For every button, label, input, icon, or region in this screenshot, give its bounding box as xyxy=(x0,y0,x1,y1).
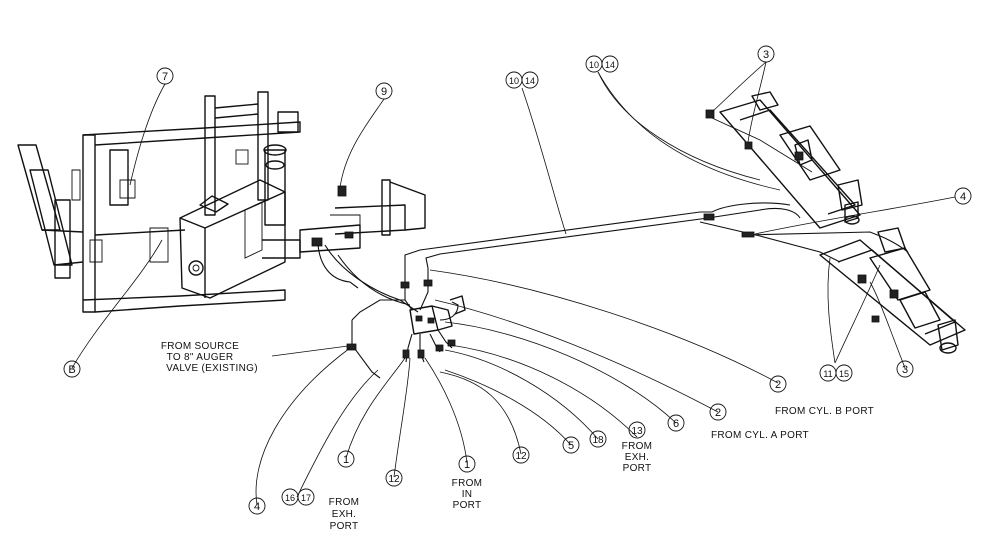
note-exh-port-13: FROM EXH. PORT xyxy=(622,441,653,474)
callout-3-bottom: 3 xyxy=(896,360,914,378)
note-line: FROM xyxy=(452,478,483,489)
callout-1-in-port: 1 xyxy=(458,455,476,473)
upper-cylinder-assembly xyxy=(705,91,863,229)
callout-label: 12 xyxy=(515,451,527,462)
note-line: EXH. xyxy=(332,509,357,520)
callout-label: 7 xyxy=(162,71,168,83)
callout-label: 14 xyxy=(605,60,615,70)
callout-16-17: 16 17 xyxy=(281,488,315,506)
callout-label: B xyxy=(68,364,75,376)
callout-10-14-center: 10 14 xyxy=(505,71,539,89)
note-line: FROM CYL. A PORT xyxy=(711,430,809,441)
callout-label: 9 xyxy=(381,86,387,98)
callout-12-left: 12 xyxy=(385,469,403,487)
note-line: PORT xyxy=(330,521,359,532)
callout-6: 6 xyxy=(667,414,685,432)
note-from-cyl-b: FROM CYL. B PORT xyxy=(775,406,874,417)
mounting-frame xyxy=(17,91,301,313)
callout-label: 10 xyxy=(509,76,519,86)
callout-label: 1 xyxy=(464,459,470,471)
callout-label: 14 xyxy=(525,76,535,86)
callout-label: 2 xyxy=(775,379,781,391)
note-line: FROM xyxy=(329,497,360,508)
lower-cylinder-assembly xyxy=(819,227,966,354)
callout-label: 4 xyxy=(960,191,966,203)
note-line: IN xyxy=(462,489,473,500)
callout-label: 5 xyxy=(568,440,574,452)
callout-label: 17 xyxy=(301,493,311,503)
callout-3-top: 3 xyxy=(757,45,775,63)
note-from-source: FROM SOURCE TO 8" AUGER VALVE (EXISTING) xyxy=(161,341,258,374)
note-line: TO 8" AUGER xyxy=(167,352,234,363)
note-line: FROM CYL. B PORT xyxy=(775,406,874,417)
callout-2-cyl-b: 2 xyxy=(769,375,787,393)
note-exh-port-1: FROM EXH. PORT xyxy=(329,497,360,532)
callout-13: 13 xyxy=(628,421,646,439)
center-bracket xyxy=(299,179,426,313)
callout-12-right: 12 xyxy=(512,446,530,464)
callout-7: 7 xyxy=(156,67,174,85)
note-in-port: FROM IN PORT xyxy=(452,478,483,511)
callout-label: 12 xyxy=(388,474,400,485)
leader-lines xyxy=(71,61,956,506)
note-line: FROM xyxy=(622,441,653,452)
note-line: VALVE (EXISTING) xyxy=(166,363,258,374)
hose-routing xyxy=(337,185,909,379)
callout-label: 16 xyxy=(285,493,295,503)
note-line: EXH. xyxy=(625,452,650,463)
callout-11-15: 11 15 xyxy=(819,364,853,382)
callout-label: 3 xyxy=(763,49,769,61)
callout-label: 18 xyxy=(592,435,604,446)
callout-2-cyl-a: 2 xyxy=(709,403,727,421)
callout-label: 15 xyxy=(839,369,849,379)
callout-label: 4 xyxy=(254,501,260,513)
callout-label: 13 xyxy=(631,426,643,437)
callout-18: 18 xyxy=(589,430,607,448)
valve-manifold xyxy=(409,295,466,335)
callout-label: 10 xyxy=(589,60,599,70)
callout-4-right: 4 xyxy=(954,187,972,205)
note-line: FROM SOURCE xyxy=(161,341,239,352)
note-line: PORT xyxy=(623,463,652,474)
note-from-cyl-a: FROM CYL. A PORT xyxy=(711,430,809,441)
callout-label: 11 xyxy=(823,369,832,379)
callout-9: 9 xyxy=(375,82,393,100)
note-line: PORT xyxy=(453,500,482,511)
callout-4-left: 4 xyxy=(248,497,266,515)
callout-5: 5 xyxy=(562,436,580,454)
callout-label: 2 xyxy=(715,407,721,419)
callout-1-exh-port: 1 xyxy=(337,450,355,468)
callout-10-14-right: 10 14 xyxy=(585,55,619,73)
callout-label: 1 xyxy=(343,454,349,466)
callout-B: B xyxy=(63,360,81,378)
callout-label: 6 xyxy=(673,418,679,430)
callout-label: 3 xyxy=(902,364,908,376)
